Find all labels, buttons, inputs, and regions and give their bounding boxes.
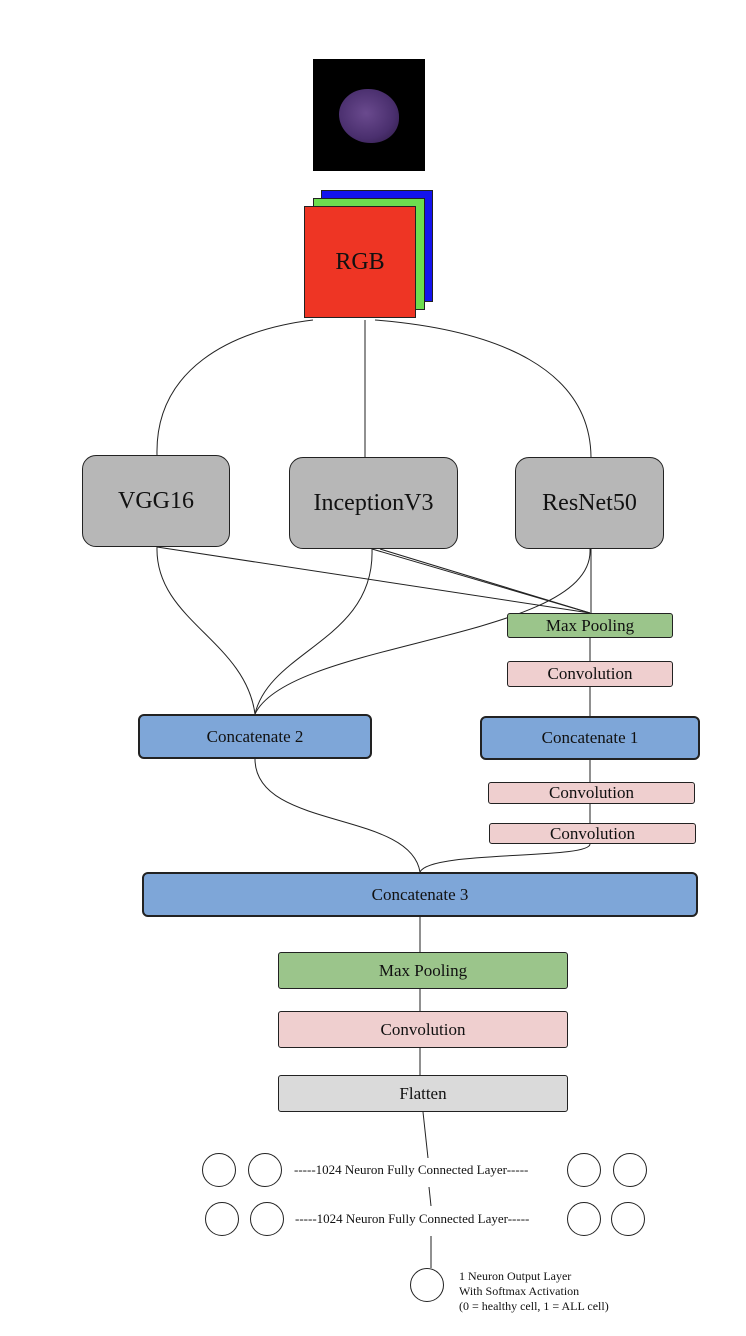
edge-conv-concat3: [419, 843, 591, 873]
concatenate-2: Concatenate 2: [138, 714, 372, 759]
concatenate-1: Concatenate 1: [480, 716, 700, 760]
dense2-neuron: [250, 1202, 284, 1236]
rgb-red-channel: RGB: [304, 206, 416, 318]
dense1-neuron: [567, 1153, 601, 1187]
concatenate-3-label: Concatenate 3: [371, 884, 469, 904]
edge-inception-concat2: [254, 548, 373, 715]
flatten-label: Flatten: [399, 1083, 447, 1103]
rgb-label: RGB: [335, 248, 385, 275]
right-convolution-1-label: Convolution: [547, 664, 633, 683]
edge-vgg16-concat2: [156, 546, 256, 715]
concatenate-1-label: Concatenate 1: [541, 728, 639, 747]
cell-image-icon: [339, 89, 399, 143]
right-convolution-2-label: Convolution: [548, 783, 634, 802]
edge-rgb-vgg16: [156, 319, 314, 456]
model-resnet50: ResNet50: [515, 457, 664, 549]
output-label-line-2: With Softmax Activation: [459, 1284, 580, 1298]
right-convolution-3: Convolution: [489, 823, 696, 844]
output-neuron: [410, 1268, 444, 1302]
concatenate-3: Concatenate 3: [142, 872, 698, 917]
model-vgg16: VGG16: [82, 455, 230, 547]
model-vgg16-label: VGG16: [118, 487, 194, 514]
dense-layer-1-label: -----1024 Neuron Fully Connected Layer--…: [294, 1162, 529, 1177]
dense2-neuron: [205, 1202, 239, 1236]
model-inceptionv3-label: InceptionV3: [313, 489, 434, 516]
output-layer-label: 1 Neuron Output Layer With Softmax Activ…: [459, 1269, 609, 1314]
dense-layer-2-label: -----1024 Neuron Fully Connected Layer--…: [295, 1211, 530, 1226]
dense1-neuron: [202, 1153, 236, 1187]
dense2-neuron: [611, 1202, 645, 1236]
dense1-neuron: [248, 1153, 282, 1187]
right-max-pooling-label: Max Pooling: [545, 615, 635, 635]
output-label-line-1: 1 Neuron Output Layer: [459, 1269, 572, 1283]
right-max-pooling: Max Pooling: [507, 613, 673, 638]
edge-rgb-resnet50: [374, 319, 592, 458]
dense2-neuron: [567, 1202, 601, 1236]
merge-max-pooling: Max Pooling: [278, 952, 568, 989]
merge-max-pooling-label: Max Pooling: [378, 960, 468, 980]
right-convolution-1: Convolution: [507, 661, 673, 687]
right-convolution-2: Convolution: [488, 782, 695, 804]
merge-convolution: Convolution: [278, 1011, 568, 1048]
edge-inception-maxpool-b: [379, 548, 591, 614]
flatten-layer: Flatten: [278, 1075, 568, 1112]
edge-vgg16-maxpool: [156, 546, 591, 614]
edge-dense1-dense2: [428, 1186, 432, 1207]
edge-flatten-dense1: [422, 1111, 429, 1159]
dense1-neuron: [613, 1153, 647, 1187]
output-label-line-3: (0 = healthy cell, 1 = ALL cell): [459, 1299, 609, 1313]
model-inceptionv3: InceptionV3: [289, 457, 458, 549]
concatenate-2-label: Concatenate 2: [206, 726, 304, 746]
right-convolution-3-label: Convolution: [549, 823, 635, 843]
edge-concat2-concat3: [254, 758, 421, 873]
model-resnet50-label: ResNet50: [542, 489, 637, 516]
input-cell-image: [313, 59, 425, 171]
merge-convolution-label: Convolution: [380, 1019, 466, 1039]
edge-resnet-concat2: [254, 548, 591, 715]
